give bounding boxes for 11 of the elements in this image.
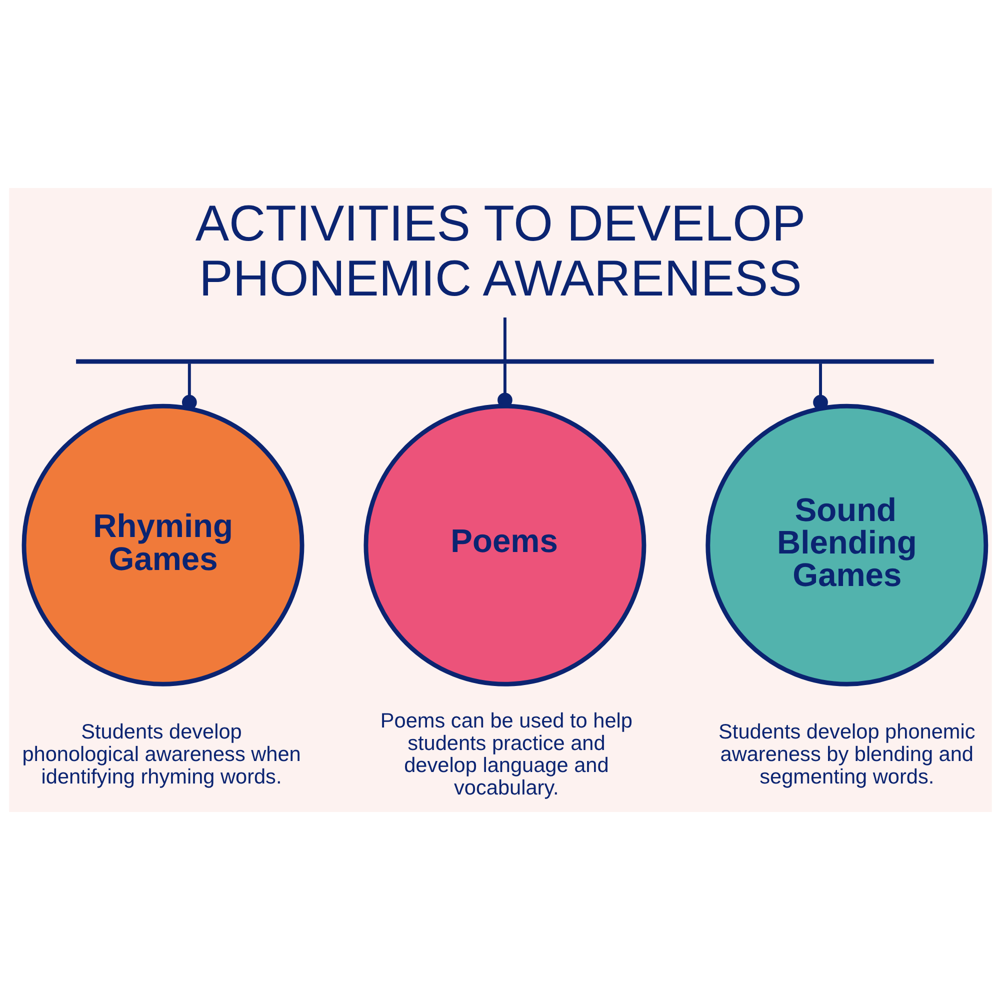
- node-label: Students develop phonemic awareness by blending and segmenting words.: [718, 720, 975, 788]
- node-circle: Poems: [363, 404, 646, 686]
- node-circle: Rhyming Games: [21, 404, 304, 686]
- node-label: Students develop phonological awareness when identifying rhyming words.: [22, 720, 300, 788]
- node-label: Poems can be used to help students practice and develop language and vocabulary.: [380, 710, 632, 800]
- connector: [812, 364, 828, 410]
- connector: [181, 364, 196, 410]
- diagram-title: ACTIVITIES TO DEVELOP PHONEMIC AWARENESS: [194, 194, 806, 306]
- node-circle: Sound Blending Games: [705, 404, 988, 686]
- connector: [502, 318, 506, 360]
- node-bar: [76, 359, 934, 364]
